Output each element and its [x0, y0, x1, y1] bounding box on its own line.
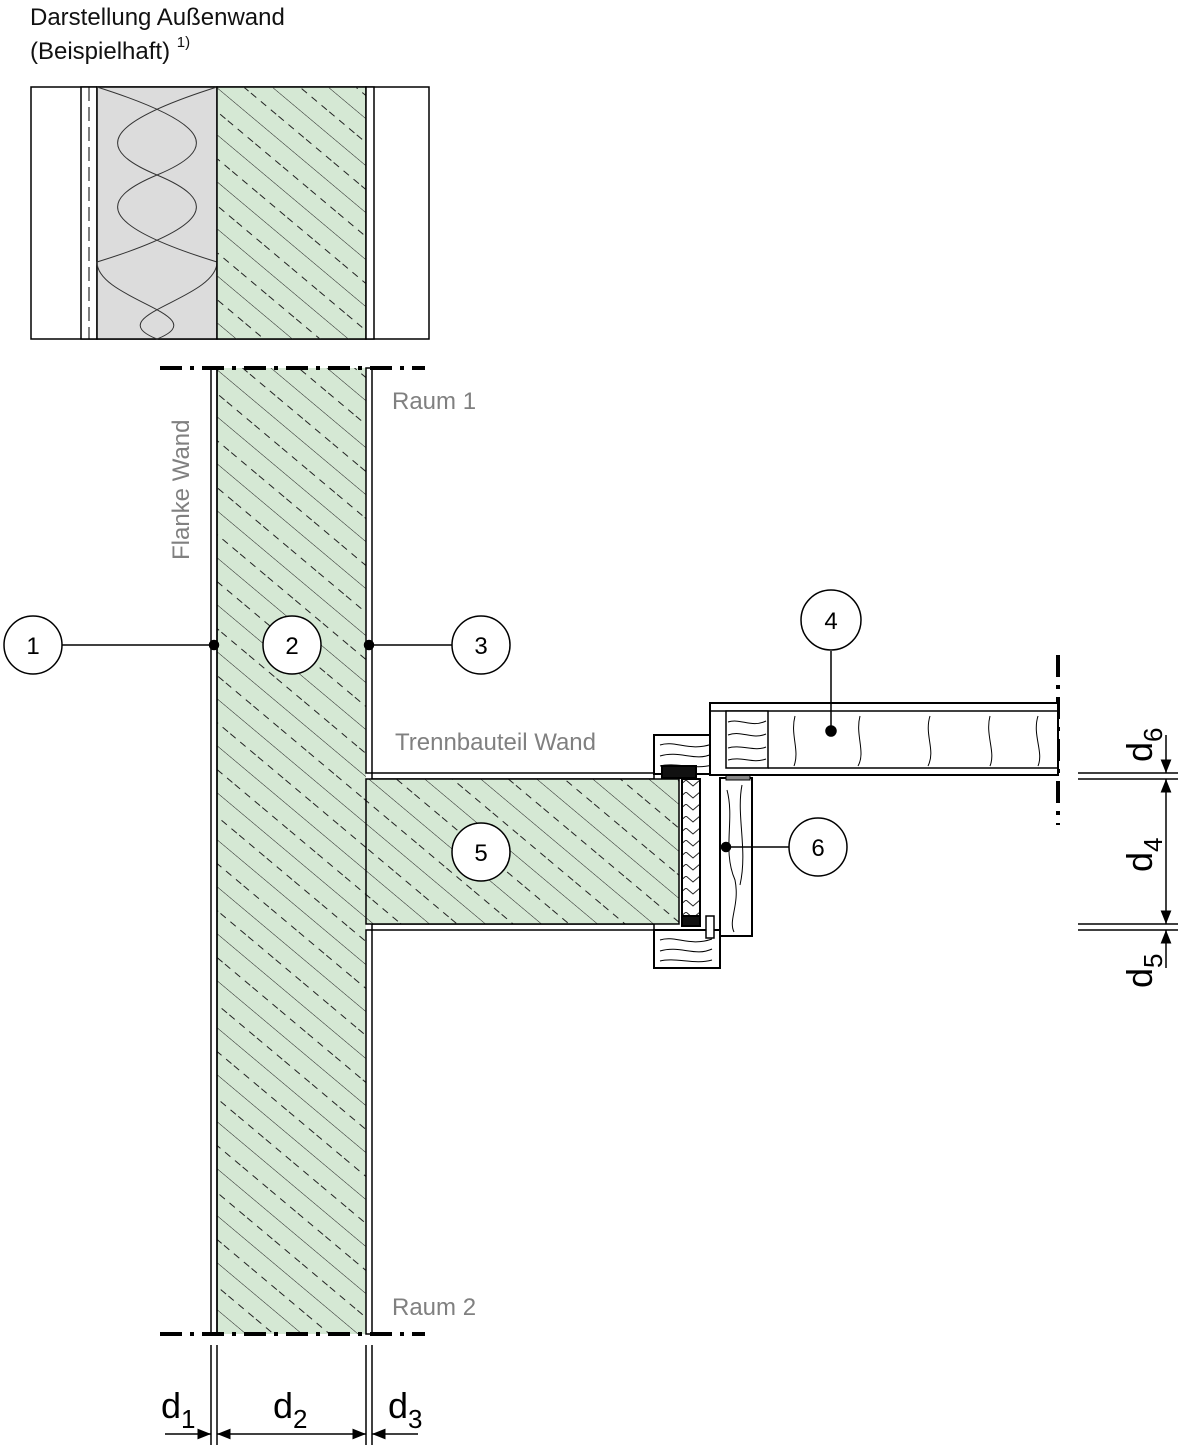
- title-text-1: Darstellung Außenwand: [30, 4, 285, 31]
- callout-4-dot: [825, 725, 837, 737]
- flank-wall: [210, 367, 373, 1335]
- label-flanke-wand: Flanke Wand: [168, 419, 195, 560]
- callout-2-number: 2: [285, 633, 298, 660]
- dim-label-d3: d3: [388, 1385, 423, 1434]
- frame-face-grain: [726, 784, 744, 933]
- frame-bolt: [705, 915, 715, 939]
- door-leaf-core-grain: [793, 715, 1041, 767]
- callout-2-circle: [262, 615, 322, 675]
- dim-label-d5: d5: [1119, 954, 1168, 989]
- callout-5-circle: [451, 822, 511, 882]
- label-trennbauteil: Trennbauteil Wand: [395, 729, 596, 756]
- frame-seal-top: [661, 765, 697, 779]
- title-line-1: Darstellung Außenwand: [30, 4, 285, 32]
- example-insulation: [96, 86, 218, 340]
- callout-numbers: 1 2 3 4 5 6: [26, 608, 837, 867]
- callout-3-number: 3: [474, 633, 487, 660]
- flank-layer-3: [365, 367, 373, 774]
- example-insulation-pattern: [96, 86, 218, 340]
- callout-4-circle: [800, 589, 862, 651]
- callout-6-circle: [788, 817, 848, 877]
- title-text-2: (Beispielhaft): [30, 38, 171, 65]
- example-concrete-hatch: [217, 87, 366, 339]
- callout-6-number: 6: [811, 835, 824, 862]
- door-frame: [653, 734, 753, 969]
- dim-label-d2: d2: [273, 1385, 308, 1434]
- partition-plaster-top: [371, 772, 655, 780]
- callout-5-number: 5: [474, 840, 487, 867]
- door-leaf-edge: [725, 710, 769, 769]
- frame-seal-bottom: [681, 915, 701, 927]
- example-inner-plaster: [365, 86, 375, 340]
- flank-layer-3-lower: [365, 929, 373, 1335]
- partition-concrete-hatch: [365, 778, 680, 925]
- label-raum-2: Raum 2: [392, 1294, 476, 1321]
- flank-layer-1: [210, 367, 218, 1335]
- callouts: [3, 589, 862, 882]
- callout-3-circle: [451, 615, 511, 675]
- dim-label-d1: d1: [161, 1385, 196, 1434]
- dimension-lines-right: [1078, 735, 1178, 968]
- example-wall-detail: [30, 86, 430, 340]
- callout-3-dot: [363, 639, 375, 651]
- dim-label-d4: d4: [1119, 838, 1168, 873]
- frame-seal-zigzag: [681, 778, 701, 917]
- partition-wall: [365, 772, 680, 931]
- door-leaf: [709, 702, 1059, 776]
- dimension-labels: d1 d2 d3 d6 d4 d5: [161, 728, 1168, 1435]
- callout-6-dot: [720, 841, 732, 853]
- frame-face: [719, 777, 753, 937]
- frame-jamb-bottom: [653, 929, 721, 969]
- dimension-lines-bottom: [165, 1345, 418, 1445]
- flank-concrete-hatch: [217, 368, 366, 1334]
- callout-4-number: 4: [824, 608, 837, 635]
- title-footnote-marker: 1): [176, 34, 191, 51]
- callout-1-dot: [208, 639, 220, 651]
- callout-1-number: 1: [26, 633, 39, 660]
- partition-plaster-bottom: [371, 923, 655, 931]
- room-labels: Raum 1 Raum 2 Trennbauteil Wand Flanke W…: [168, 388, 596, 1321]
- callout-1-circle: [3, 615, 63, 675]
- door-leaf-edge-grain: [727, 720, 767, 762]
- title-line-2: (Beispielhaft) 1): [30, 34, 190, 66]
- dim-label-d6: d6: [1119, 728, 1168, 763]
- frame-jamb-bottom-grain: [659, 938, 713, 963]
- label-raum-1: Raum 1: [392, 388, 476, 415]
